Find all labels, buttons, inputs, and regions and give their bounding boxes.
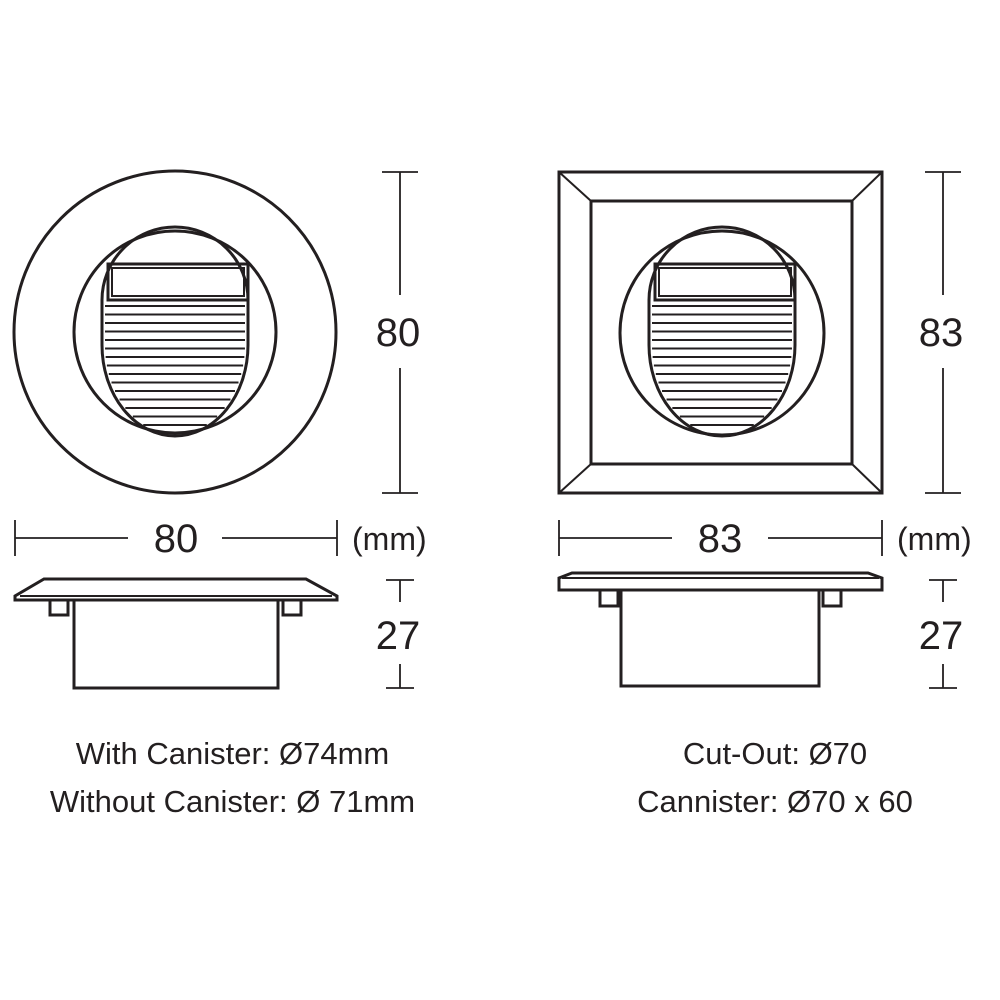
square-depth-label: 27 [919,614,964,658]
round-depth-label: 27 [376,614,421,658]
square-fitting-front-view [557,170,884,495]
round-louvre-body [100,225,250,438]
round-fitting-notes: With Canister: Ø74mm Without Canister: Ø… [0,730,465,826]
square-louvre-body [647,225,797,438]
round-width-dimension: 80 (mm) [14,517,427,561]
square-unit-label: (mm) [897,521,972,557]
round-width-label: 80 [154,517,199,561]
square-note-canister: Cannister: Ø70 x 60 [637,784,913,819]
round-note-without-canister: Without Canister: Ø 71mm [49,784,416,819]
square-note-cutout: Cut-Out: Ø70 [682,736,868,771]
round-note-canister: With Canister: Ø74mm [75,736,390,771]
round-depth-dimension: 27 [376,579,421,689]
square-fitting-side-view [557,571,884,688]
square-width-label: 83 [698,517,743,561]
round-louvre-lines [105,305,245,426]
square-height-dimension: 83 [919,171,964,494]
square-width-dimension: 83 (mm) [558,517,972,561]
round-led-window [106,262,250,302]
round-fitting-side-view [13,577,339,690]
square-height-label: 83 [919,311,964,355]
square-fitting-notes: Cut-Out: Ø70 Cannister: Ø70 x 60 [535,730,1000,826]
square-led-window [653,262,797,302]
round-fitting-front-view [12,169,338,495]
round-unit-label: (mm) [352,521,427,557]
square-depth-dimension: 27 [919,579,964,689]
round-height-dimension: 80 [376,171,421,494]
round-height-label: 80 [376,311,421,355]
square-louvre-lines [652,305,792,426]
